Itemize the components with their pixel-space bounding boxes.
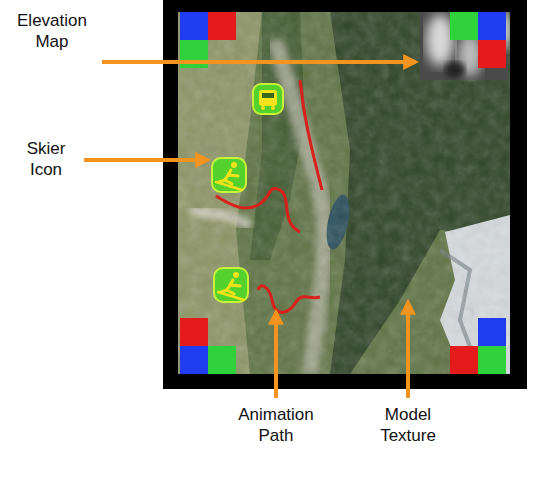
marker-blue [478,12,506,40]
icon-badge [214,268,248,302]
bus-wheel [261,106,265,110]
elevation-low [445,62,465,78]
marker-green [208,346,236,374]
skier-body [221,280,240,294]
marker-blue [180,346,208,374]
marker-blue [180,12,208,40]
leader-arrow [102,60,416,64]
animation-path [300,80,322,190]
leader-arrow [274,312,278,398]
animation-path [258,286,320,313]
corner-marker [450,12,506,68]
skier-head [231,162,237,168]
icon-badge [253,84,283,114]
callout-label: Model Texture [362,404,454,446]
map-ground [178,12,510,374]
skier-body [219,170,238,184]
skier-icon [214,268,248,302]
skier-head [233,272,239,278]
elevation-ground [420,12,508,80]
skier-skis [216,182,242,190]
map-texture [178,12,510,374]
corner-marker [180,318,236,374]
callout-label: Elevation Map [6,10,98,52]
marker-red [450,346,478,374]
marker-green [478,346,506,374]
elevation-map [420,10,510,80]
callout-label: Animation Path [222,404,330,446]
marker-red [180,318,208,346]
icon-badge [212,158,246,192]
marker-red [478,40,506,68]
marker-blue [478,318,506,346]
marker-green [450,12,478,40]
corner-marker [450,318,506,374]
skier-skis [218,292,244,300]
aerial-map [178,12,510,374]
bus-icon [253,84,283,114]
marker-red [208,12,236,40]
leader-arrow [84,158,208,162]
bus-wheel [271,106,275,110]
leader-arrow [406,302,410,398]
skier-icon [212,158,246,192]
elevation-high [426,14,454,66]
bus-body [259,90,277,106]
black-frame [163,0,527,389]
corner-marker [180,12,236,68]
callout-label: Skier Icon [12,138,80,180]
animation-path [216,188,300,232]
bus-window [262,93,274,98]
